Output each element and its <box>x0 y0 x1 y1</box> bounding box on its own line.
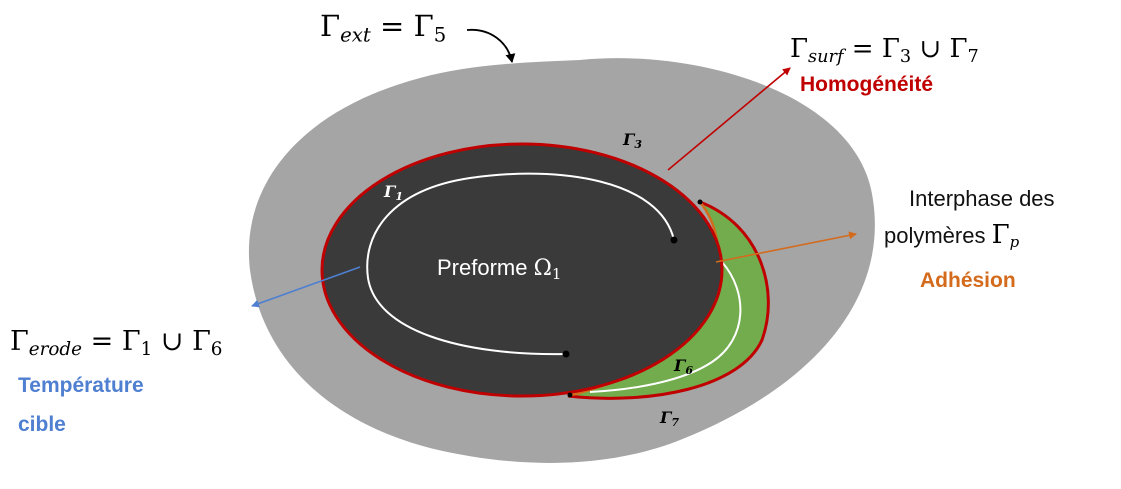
erode-b-sub: 6 <box>210 339 223 361</box>
ext-label: Γext = Γ5 <box>320 12 446 45</box>
tag-gamma3-sub: 3 <box>634 138 643 152</box>
erode-label: Γerode = Γ1 ∪ Γ6 <box>10 328 222 360</box>
surf-sub: surf <box>808 46 844 67</box>
surf-arrow <box>667 67 791 171</box>
erode-a-sub: 1 <box>140 339 153 361</box>
preform-label: Preforme Ω1 <box>437 257 561 282</box>
interphase-line2: polymères Γp <box>884 222 1019 250</box>
erode-caption-line2: cible <box>18 413 66 436</box>
erode-eq: = <box>82 326 122 357</box>
interphase-line1: Interphase des <box>909 186 1055 211</box>
tag-gamma7-sub: 7 <box>671 416 680 430</box>
ext-eq: = <box>370 9 414 43</box>
surf-cup: ∪ <box>911 34 950 64</box>
surf-b-sub: 7 <box>967 46 979 67</box>
tag-gamma6-sub: 6 <box>685 364 694 378</box>
tag-gamma7-sym: Γ <box>660 408 672 427</box>
tag-gamma6-sym: Γ <box>674 356 686 375</box>
erode-b: Γ <box>192 326 211 357</box>
surf-a: Γ <box>881 34 900 64</box>
ext-rhs: Γ <box>413 9 434 43</box>
ext-sub: ext <box>340 23 371 47</box>
interphase-arrow <box>715 231 857 263</box>
preform-omega: Ω <box>533 256 552 281</box>
interphase-gamma: Γ <box>991 220 1010 250</box>
tag-gamma6: Γ6 <box>674 356 694 378</box>
surf-label: Γsurf = Γ3 ∪ Γ7 <box>790 36 979 67</box>
interphase-line2-text: polymères <box>884 223 992 248</box>
gamma1-start-dot <box>562 350 570 358</box>
preform-text: Preforme <box>437 255 534 280</box>
erode-a: Γ <box>121 326 141 357</box>
tag-gamma7: Γ7 <box>660 408 680 430</box>
gamma7-boundary <box>567 200 770 400</box>
tag-gamma3-sym: Γ <box>623 130 635 149</box>
surf-a-sub: 3 <box>899 46 912 67</box>
erode-caption-line1: Température <box>18 374 144 397</box>
erode-cup: ∪ <box>152 326 193 357</box>
junction-dot <box>697 199 703 205</box>
surf-b: Γ <box>949 34 968 64</box>
gamma1-curve <box>366 172 675 356</box>
erode-gamma: Γ <box>10 326 29 357</box>
junction-dot-lower <box>567 392 573 398</box>
tag-gamma1: Γ1 <box>384 182 404 204</box>
tag-gamma3: Γ3 <box>623 130 643 152</box>
preform-omega-sub: 1 <box>551 265 562 284</box>
ext-rhs-sub: 5 <box>433 23 447 47</box>
erode-arrow <box>251 266 361 308</box>
ext-arrow <box>466 29 516 63</box>
gamma6-arc <box>589 261 742 393</box>
tag-gamma1-sym: Γ <box>384 182 396 201</box>
tag-gamma1-sub: 1 <box>395 190 404 204</box>
gamma1-end-dot <box>670 236 678 244</box>
erode-sub: erode <box>28 339 83 361</box>
interphase-gamma-sub: p <box>1009 233 1020 252</box>
surf-caption: Homogénéité <box>800 73 934 96</box>
interphase-caption: Adhésion <box>920 269 1016 292</box>
surf-eq: = <box>843 34 882 64</box>
surf-gamma: Γ <box>790 34 809 64</box>
ext-gamma: Γ <box>320 9 341 43</box>
